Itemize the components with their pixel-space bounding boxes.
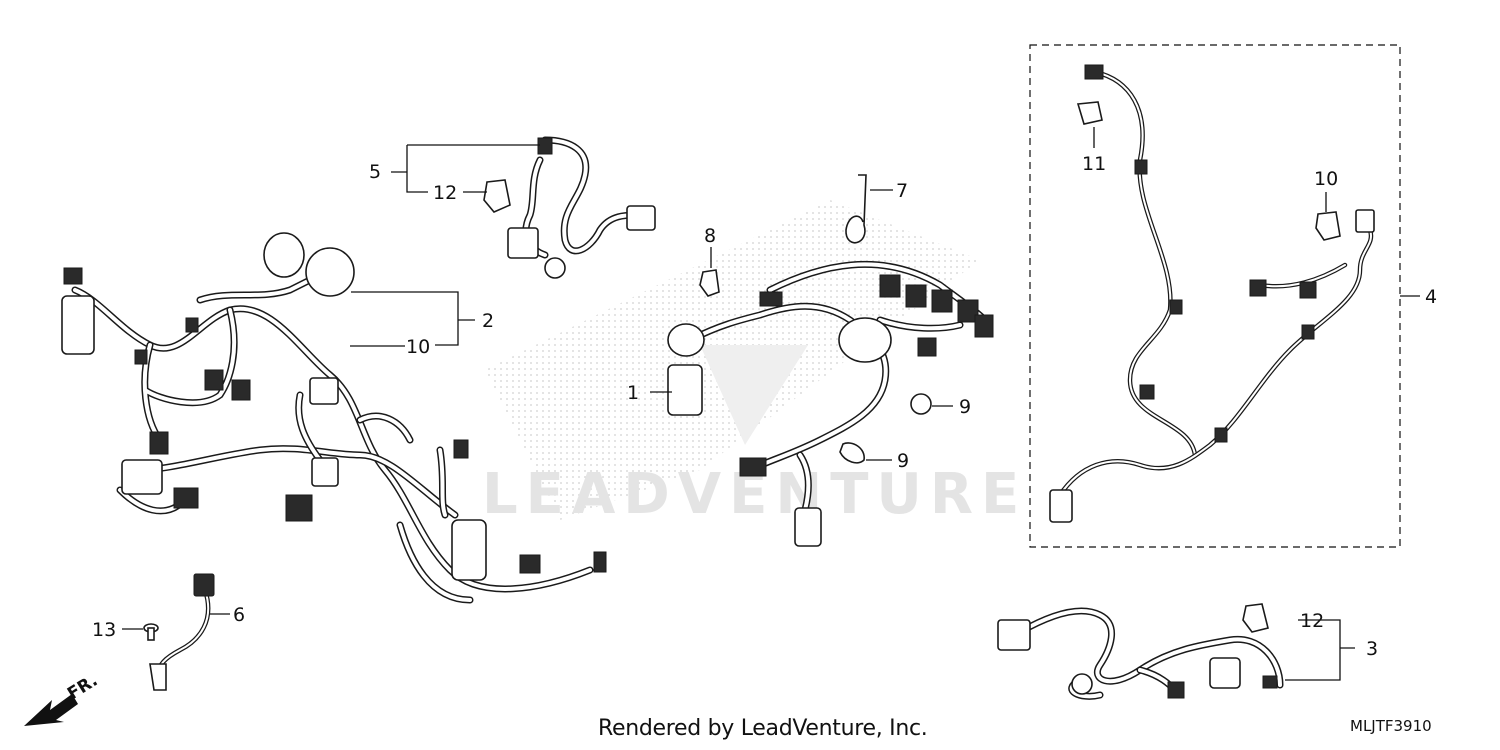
sensor-cap-center [451, 519, 487, 581]
connector [759, 291, 783, 307]
front-direction-indicator: FR. [24, 671, 101, 726]
grommet-upper-1 [263, 232, 305, 278]
callout-5[interactable]: 5 [369, 161, 381, 183]
connector [1084, 64, 1104, 80]
callout-labels: 1 2 3 4 5 6 7 8 9 9 10 10 11 12 12 13 [92, 153, 1437, 660]
clip [537, 137, 553, 155]
connector [905, 284, 927, 308]
connector [1299, 281, 1317, 299]
ground-cable-6[interactable] [149, 573, 215, 691]
grommet-large [838, 317, 892, 363]
connector [1209, 657, 1241, 689]
clamp-9-lower[interactable] [839, 442, 865, 464]
connector [204, 369, 224, 391]
connector [311, 457, 339, 487]
front-arrow-icon [24, 694, 78, 726]
callout-9-upper[interactable]: 9 [959, 396, 971, 418]
clip [1134, 159, 1148, 175]
clip [185, 317, 199, 333]
grommet [1071, 673, 1093, 695]
connector [626, 205, 656, 231]
connector [593, 551, 607, 573]
grommet [667, 323, 705, 357]
callout-9-lower[interactable]: 9 [897, 450, 909, 472]
connector [739, 457, 767, 477]
connector [1249, 279, 1267, 297]
connector [957, 299, 979, 323]
callout-10-left[interactable]: 10 [406, 336, 430, 358]
clip-12-bottom[interactable] [1242, 603, 1269, 633]
sensor-cap-left [61, 295, 95, 355]
connector [917, 337, 937, 357]
callout-12-top[interactable]: 12 [433, 182, 457, 204]
clip [1301, 324, 1315, 340]
sub-harness-5[interactable] [507, 136, 656, 279]
connector [931, 289, 953, 313]
diagram-code: MLJTF3910 [1350, 717, 1432, 735]
assembly-box-4 [1029, 44, 1401, 548]
callout-3[interactable]: 3 [1366, 638, 1378, 660]
connector [1049, 489, 1073, 523]
callout-4[interactable]: 4 [1425, 286, 1437, 308]
connector [63, 267, 83, 285]
connector [1355, 209, 1375, 233]
connector [997, 619, 1031, 651]
grommet [544, 257, 566, 279]
clip [1214, 427, 1228, 443]
clamp-8[interactable] [699, 269, 720, 297]
clamp-9-upper[interactable] [910, 393, 932, 415]
clip [1262, 675, 1278, 689]
connector [507, 227, 539, 259]
connector [519, 554, 541, 574]
connector [453, 439, 469, 459]
connector [149, 431, 169, 455]
grommet-upper-2 [305, 247, 355, 297]
sensor-cap [667, 364, 703, 416]
connector [193, 573, 215, 597]
connector [173, 487, 199, 509]
bolt-13[interactable] [143, 623, 159, 641]
sub-harness-3[interactable] [997, 607, 1284, 700]
clip [1139, 384, 1155, 400]
callout-12-bottom[interactable]: 12 [1300, 610, 1324, 632]
clip-12-top[interactable] [483, 179, 511, 213]
leader-lines [122, 127, 1420, 681]
sub-harness-4[interactable] [1049, 64, 1375, 523]
tie-band-7[interactable] [845, 174, 867, 244]
sensor-cap-lower [794, 507, 822, 547]
clip-10-right[interactable] [1315, 211, 1341, 241]
watermark-v-logo [700, 345, 808, 445]
callout-6[interactable]: 6 [233, 604, 245, 626]
clip [134, 349, 148, 365]
callout-10-right[interactable]: 10 [1314, 168, 1338, 190]
callout-1[interactable]: 1 [627, 382, 639, 404]
connector [879, 274, 901, 298]
connector [231, 379, 251, 401]
clip-11[interactable] [1076, 101, 1103, 125]
connector [1167, 681, 1185, 699]
callout-13[interactable]: 13 [92, 619, 116, 641]
callout-2[interactable]: 2 [482, 310, 494, 332]
connector [309, 377, 339, 405]
connector [974, 314, 994, 338]
callout-7[interactable]: 7 [896, 180, 908, 202]
watermark: LEADVENTURE [482, 200, 1019, 527]
main-wire-harness[interactable] [61, 232, 607, 604]
clip [1169, 299, 1183, 315]
callout-8[interactable]: 8 [704, 225, 716, 247]
connector [285, 494, 313, 522]
ring-terminal [149, 663, 167, 691]
callout-11[interactable]: 11 [1082, 153, 1106, 175]
sub-harness-1[interactable] [667, 260, 994, 547]
connector-large [121, 459, 163, 495]
render-credit: Rendered by LeadVenture, Inc. [598, 716, 928, 741]
